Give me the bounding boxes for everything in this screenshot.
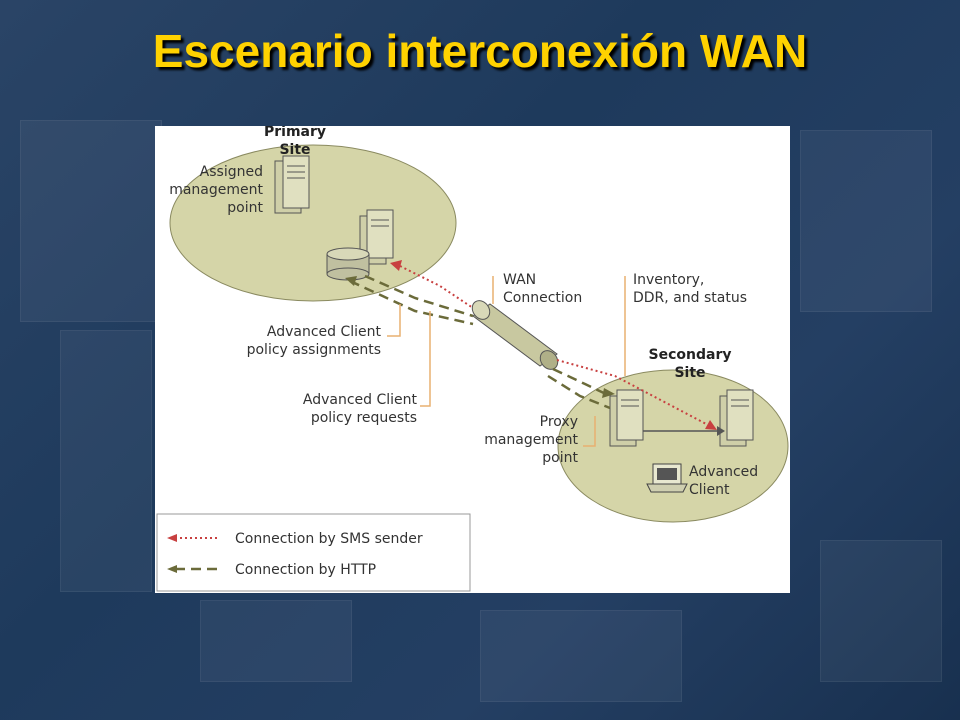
- advanced-client-label: Advanced: [689, 464, 758, 480]
- sms-connection-line: [556, 359, 711, 427]
- advanced-client-label: Client: [689, 482, 730, 498]
- legend-http-label: Connection by HTTP: [235, 562, 376, 578]
- http-connection-line: [364, 274, 474, 318]
- wan-label: WAN: [503, 272, 536, 288]
- wan-pipe-icon: [471, 300, 559, 370]
- diagram-canvas: Primary Site Assigned management point W…: [156, 126, 789, 592]
- arrow-head: [345, 276, 357, 286]
- http-connection-line: [547, 374, 611, 410]
- proxy-mp-label: point: [542, 450, 578, 466]
- arrow-head: [705, 420, 717, 430]
- secondary-site-label: Site: [674, 365, 705, 381]
- laptop-icon: [646, 463, 688, 493]
- policy-assignments-label: policy assignments: [247, 342, 381, 358]
- callout-line: [583, 416, 596, 447]
- bg-block: [60, 330, 152, 592]
- inventory-label: Inventory,: [633, 272, 704, 288]
- callout-line: [387, 304, 401, 337]
- database-icon: [326, 247, 370, 281]
- inventory-label: DDR, and status: [633, 290, 747, 306]
- bg-block: [200, 600, 352, 682]
- server-icon: [609, 389, 644, 447]
- arrow-head: [390, 260, 402, 271]
- bg-block: [800, 130, 932, 312]
- arrow-head: [717, 426, 725, 436]
- sms-connection-line: [399, 265, 474, 309]
- secondary-site-label: Secondary: [649, 347, 732, 363]
- legend: Connection by SMS sender Connection by H…: [156, 513, 471, 592]
- callout-line: [420, 311, 431, 407]
- policy-requests-label: Advanced Client: [303, 392, 418, 408]
- assigned-mp-label: Assigned: [200, 164, 263, 180]
- bg-block: [20, 120, 162, 322]
- wan-diagram: Primary Site Assigned management point W…: [155, 126, 790, 593]
- http-connection-line: [552, 367, 611, 398]
- bg-block: [480, 610, 682, 702]
- policy-assignments-label: Advanced Client: [267, 324, 382, 340]
- slide-title: Escenario interconexión WAN: [152, 25, 808, 77]
- assigned-mp-label: management: [169, 182, 263, 198]
- policy-requests-label: policy requests: [311, 410, 417, 426]
- bg-block: [820, 540, 942, 682]
- server-icon: [274, 155, 310, 214]
- http-connection-line: [349, 279, 474, 326]
- primary-site-label: Primary: [264, 126, 326, 140]
- assigned-mp-label: point: [227, 200, 263, 216]
- primary-site-label: Site: [279, 142, 310, 158]
- proxy-mp-label: Proxy: [540, 414, 578, 430]
- server-icon: [359, 209, 394, 265]
- proxy-mp-label: management: [484, 432, 578, 448]
- wan-label: Connection: [503, 290, 582, 306]
- arrow-head: [602, 388, 615, 398]
- server-icon: [719, 389, 754, 447]
- legend-sms-label: Connection by SMS sender: [235, 531, 423, 547]
